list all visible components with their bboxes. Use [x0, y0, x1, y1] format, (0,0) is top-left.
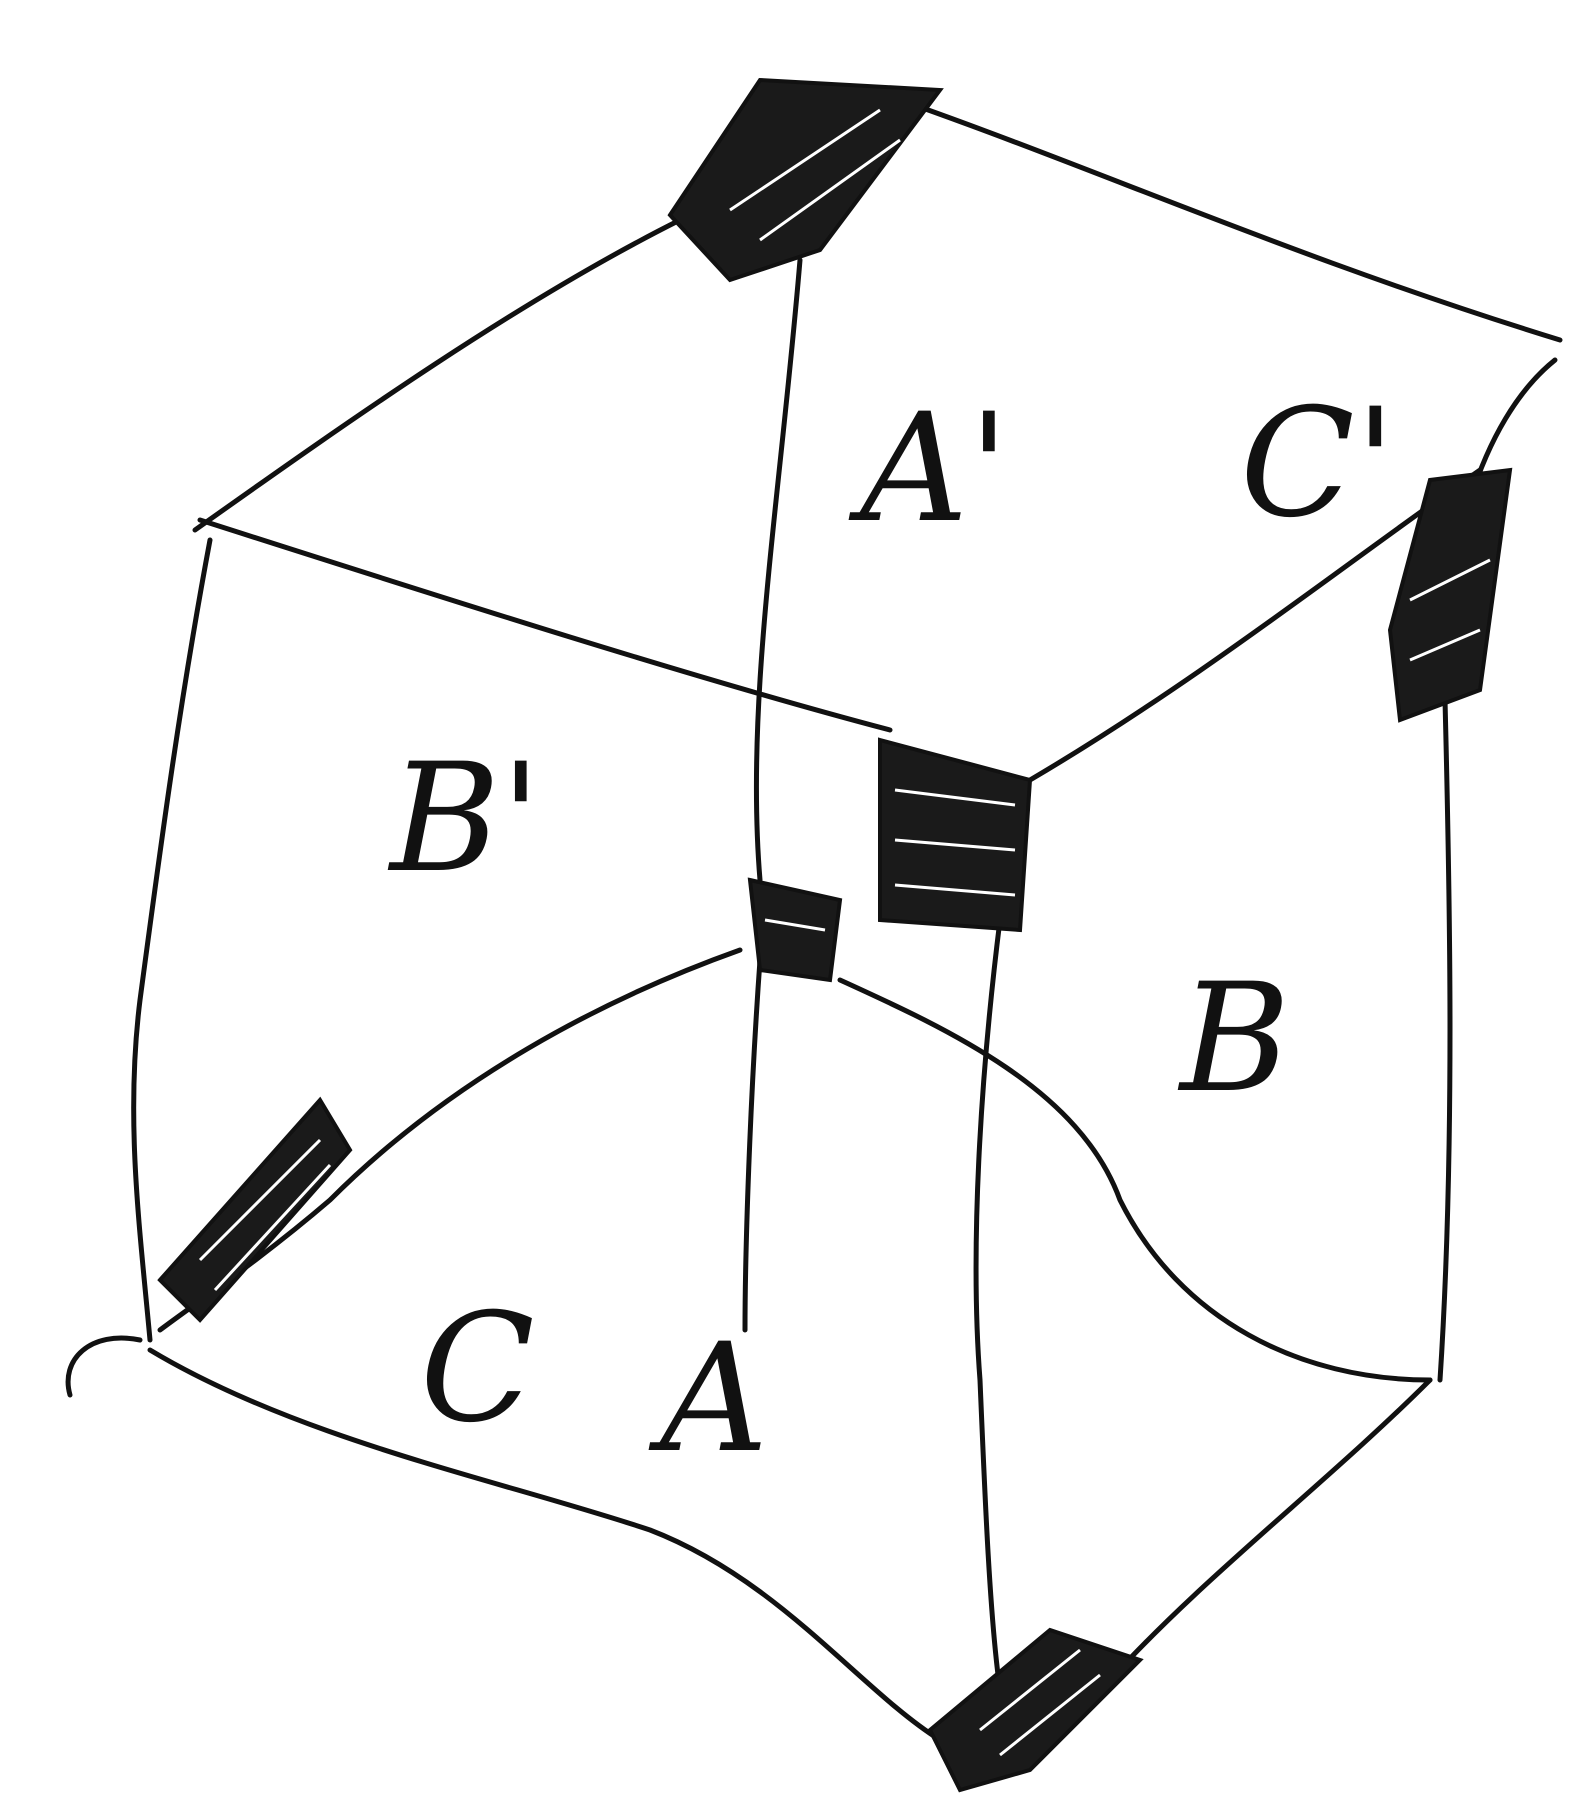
- corner-marker-top: [670, 80, 940, 280]
- corner-marker-bottom: [930, 1630, 1140, 1790]
- edge-top-right: [900, 100, 1560, 340]
- edge-inner-bottom-vertical-b: [976, 920, 1000, 1690]
- label-a-prime: A': [848, 382, 1010, 556]
- edge-bottom-right: [1110, 1380, 1430, 1680]
- edge-inner-bottom-left: [160, 950, 740, 1330]
- edge-top-left: [195, 220, 680, 530]
- corner-marker-right: [1390, 470, 1510, 720]
- edge-inner-top-vertical: [756, 260, 800, 880]
- edge-inner-bottom-vertical-a: [745, 960, 760, 1330]
- label-c: C: [420, 1282, 535, 1456]
- edge-inner-top-left: [200, 520, 890, 730]
- corner-marker-center: [880, 740, 1030, 930]
- label-a: A: [648, 1312, 768, 1486]
- edge-bottom-left: [150, 1350, 940, 1740]
- corner-marker-center-small: [750, 880, 840, 980]
- edge-left-corner-curl: [68, 1338, 140, 1395]
- label-b: B: [1177, 952, 1290, 1126]
- edge-left: [134, 540, 210, 1340]
- label-b-prime: B': [387, 732, 541, 906]
- edge-inner-bottom-right: [840, 980, 1430, 1380]
- label-c-prime: C': [1240, 377, 1396, 551]
